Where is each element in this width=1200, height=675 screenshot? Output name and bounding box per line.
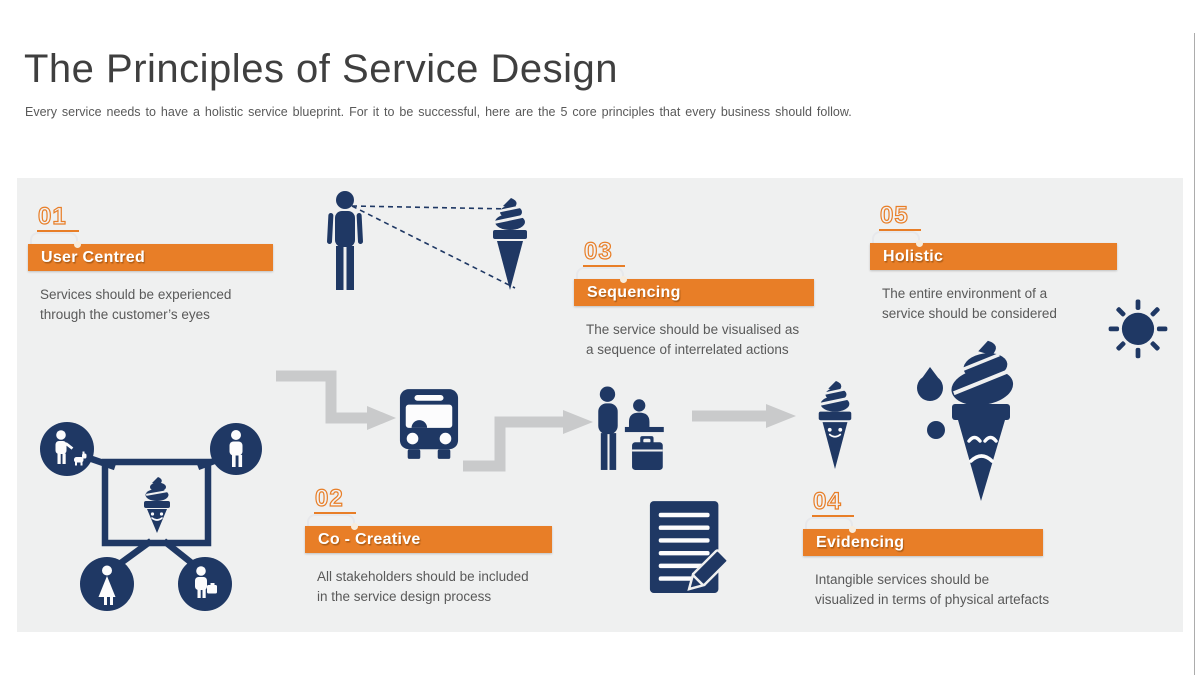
tab-bracket xyxy=(307,514,355,528)
tab-dot xyxy=(351,523,358,530)
principle-title-bar: Holistic xyxy=(870,243,1117,270)
principle-description: The service should be visualised as a se… xyxy=(586,322,800,358)
number-underline xyxy=(37,230,79,232)
tab-dot xyxy=(916,240,923,247)
page-title: The Principles of Service Design xyxy=(24,47,619,91)
sight-lines xyxy=(351,205,516,289)
page-subtitle: Every service needs to have a holistic s… xyxy=(25,105,852,119)
tab-bracket xyxy=(872,231,920,245)
number-underline xyxy=(879,229,921,231)
tab-bracket xyxy=(576,267,624,281)
woman-icon xyxy=(80,557,134,611)
tab-dot xyxy=(849,526,856,533)
principle-title-bar: Evidencing xyxy=(803,529,1043,556)
number-underline xyxy=(812,515,854,517)
principle-number: 02 xyxy=(314,484,344,512)
tab-bracket xyxy=(30,232,78,246)
principle-card-evidencing: 04 Evidencing Intangible services should… xyxy=(803,487,1049,623)
sun-icon xyxy=(1108,299,1168,359)
number-underline xyxy=(583,265,625,267)
principle-description: Intangible services should be visualized… xyxy=(815,572,1050,608)
principle-number: 03 xyxy=(583,237,613,265)
principle-title: Co - Creative xyxy=(318,530,421,548)
principle-number: 01 xyxy=(37,202,67,230)
person-icon xyxy=(327,191,363,290)
principle-number: 05 xyxy=(879,201,909,229)
zigzag-arrow-icon xyxy=(276,370,396,430)
slide-edge-line xyxy=(1194,33,1195,675)
right-arrow-icon xyxy=(692,404,796,428)
happy-ice-cream-icon xyxy=(817,380,852,470)
ice-cream-icon xyxy=(492,198,527,290)
tab-dot xyxy=(620,276,627,283)
zigzag-arrow-icon xyxy=(463,410,593,472)
principle-title: Evidencing xyxy=(816,533,905,551)
businessman-icon xyxy=(178,557,232,611)
bus-icon xyxy=(399,389,459,459)
principle-title: Sequencing xyxy=(587,283,681,301)
family-with-dog-icon xyxy=(40,422,94,476)
principle-card-co-creative: 02 Co - Creative All stakeholders should… xyxy=(305,484,552,620)
principle-description: Services should be experienced through t… xyxy=(40,287,232,323)
number-underline xyxy=(314,512,356,514)
principle-title-bar: User Centred xyxy=(28,244,273,271)
principle-card-holistic: 05 Holistic The entire environment of a … xyxy=(870,201,1117,337)
tab-bracket xyxy=(805,517,853,531)
principle-description: All stakeholders should be included in t… xyxy=(317,569,529,605)
stakeholder-map xyxy=(40,422,262,611)
principle-title-bar: Co - Creative xyxy=(305,526,552,553)
pencil-icon xyxy=(687,549,729,591)
principle-title-bar: Sequencing xyxy=(574,279,814,306)
principle-card-sequencing: 03 Sequencing The service should be visu… xyxy=(574,237,814,373)
happy-ice-cream-icon xyxy=(144,477,170,533)
sad-melting-ice-cream-icon xyxy=(917,340,1014,501)
document-pencil-icon xyxy=(649,501,729,594)
principle-description: The entire environment of a service shou… xyxy=(882,286,1057,322)
principle-number: 04 xyxy=(812,487,842,515)
tab-dot xyxy=(74,241,81,248)
principle-title: User Centred xyxy=(41,248,146,266)
service-counter-icon xyxy=(598,386,664,470)
man-icon xyxy=(210,423,262,475)
principle-card-user-centred: 01 User Centred Services should be exper… xyxy=(28,202,273,338)
principle-title: Holistic xyxy=(883,247,944,265)
